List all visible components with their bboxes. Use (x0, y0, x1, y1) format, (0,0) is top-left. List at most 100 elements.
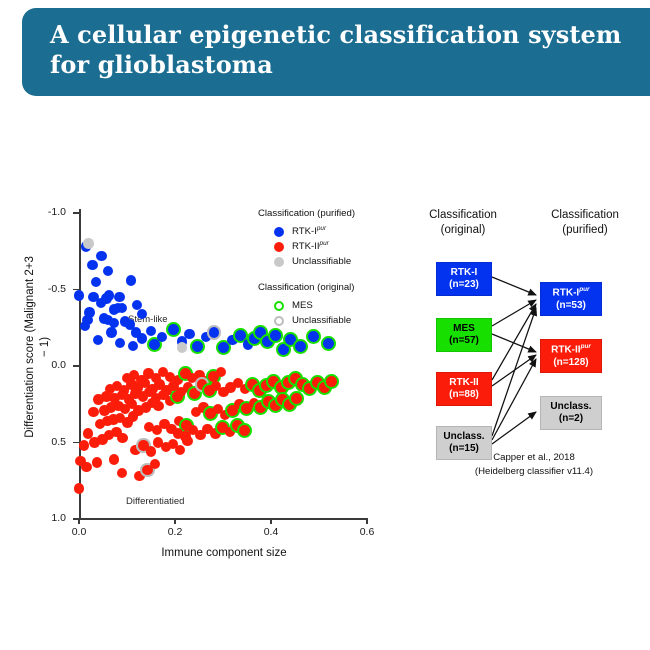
scatter-point (225, 426, 236, 437)
y-tick-label: 0.0 (51, 359, 66, 371)
flow-box-original-rtki[interactable]: RTK-I(n=23) (436, 262, 492, 296)
x-axis-line (78, 518, 368, 520)
scatter-point (102, 415, 113, 427)
y-tick-label: -1.0 (47, 206, 66, 218)
scatter-point (133, 405, 144, 416)
scatter-point (88, 291, 99, 303)
scatter-point (126, 399, 137, 410)
scatter-point (165, 321, 181, 337)
flow-box-original-mes[interactable]: MES(n=57) (436, 318, 492, 352)
scatter-point (111, 426, 122, 437)
scatter-point (128, 411, 139, 422)
scatter-point (225, 382, 236, 393)
scatter-point (172, 374, 184, 385)
flow-box-label: RTK-I (450, 266, 478, 278)
scatter-point (118, 385, 130, 396)
scatter-point (242, 339, 254, 350)
scatter-point (215, 340, 231, 356)
legend-item-label: MES (292, 300, 313, 311)
scatter-point (132, 382, 144, 393)
scatter-point (159, 418, 170, 430)
flow-box-purified-rtkii[interactable]: RTK-IIpur(n=128) (540, 339, 602, 373)
scatter-point (136, 374, 147, 385)
x-tick-label: 0.2 (167, 526, 183, 538)
x-axis-title: Immune component size (161, 547, 287, 559)
annotation-stem-like: Stem-like (128, 314, 168, 325)
scatter-point (156, 331, 168, 343)
legend-title-purified: Classification (purified) (258, 208, 356, 219)
scatter-point (215, 366, 227, 378)
y-axis-title-line1: Differentiation score (Malignant 2+3 − 1… (24, 256, 51, 438)
flow-header-original: Classification (original) (408, 208, 518, 238)
scatter-point (137, 391, 149, 402)
scatter-point (123, 394, 135, 405)
scatter-point (130, 388, 141, 399)
flow-arrows (491, 276, 538, 445)
flow-box-original-unclass[interactable]: Unclass.(n=15) (436, 426, 492, 460)
scatter-point (105, 402, 117, 413)
flow-box-purified-rtki[interactable]: RTK-Ipur(n=53) (540, 282, 602, 316)
scatter-point (103, 314, 114, 326)
y-axis-title: Differentiation score (Malignant 2+3 − 1… (23, 252, 53, 442)
scatter-point (108, 454, 120, 465)
scatter-point (94, 418, 106, 430)
scatter-point (117, 302, 128, 314)
scatter-point (134, 470, 145, 482)
legend-title-original: Classification (original) (258, 282, 355, 293)
scatter-point (232, 377, 244, 389)
scatter-point (136, 308, 148, 320)
flow-box-original-rtkii[interactable]: RTK-II(n=88) (436, 372, 492, 406)
scatter-point (184, 328, 195, 340)
scatter-point (161, 385, 172, 396)
x-tick (270, 518, 272, 524)
scatter-point (73, 483, 85, 494)
scatter-point (200, 331, 211, 343)
scatter-point (232, 327, 248, 343)
scatter-point (102, 265, 113, 277)
scatter-point (109, 392, 120, 404)
scatter-point (212, 403, 223, 415)
scatter-point (157, 366, 169, 378)
scatter-point (82, 314, 93, 326)
legend-item-label: Unclassifiable (292, 256, 352, 267)
flow-box-count: (n=23) (449, 279, 479, 290)
x-tick-label: 0.6 (359, 526, 375, 538)
citation-line-1: Capper et al., 2018 (493, 452, 575, 463)
scatter-point (145, 325, 157, 336)
scatter-point (176, 342, 187, 353)
scatter-point (172, 428, 184, 439)
scatter-point (81, 461, 92, 473)
scatter-point (150, 373, 161, 384)
x-tick (366, 518, 368, 524)
x-tick (174, 518, 176, 524)
y-tick (73, 212, 79, 214)
scatter-point (108, 414, 119, 425)
x-tick (78, 518, 80, 524)
legend-item-label: RTK-IIpur (292, 240, 329, 253)
scatter-point (188, 425, 199, 436)
scatter-point (149, 458, 161, 470)
scatter-point (79, 321, 90, 332)
scatter-point (114, 291, 125, 303)
flow-box-superscript: pur (579, 285, 590, 293)
scatter-point (153, 400, 164, 411)
scatter-point (124, 319, 136, 330)
scatter-point (143, 368, 154, 379)
flow-box-label: RTK-Ipur (552, 285, 590, 299)
flow-header-purified-line2: (purified) (562, 224, 608, 237)
scatter-point (92, 457, 103, 468)
scatter-point (99, 405, 110, 416)
scatter-point (175, 444, 186, 456)
scatter-point (151, 425, 162, 436)
scatter-point (111, 380, 123, 392)
scatter-point (165, 371, 176, 382)
scatter-point (239, 383, 251, 395)
legend-marker-icon (274, 241, 284, 252)
y-tick-label: 1.0 (51, 512, 66, 524)
flow-box-purified-unclass[interactable]: Unclass.(n=2) (540, 396, 602, 430)
y-axis-line (79, 209, 81, 519)
legend-superscript: pur (316, 225, 327, 233)
legend-item: MES (258, 298, 398, 313)
